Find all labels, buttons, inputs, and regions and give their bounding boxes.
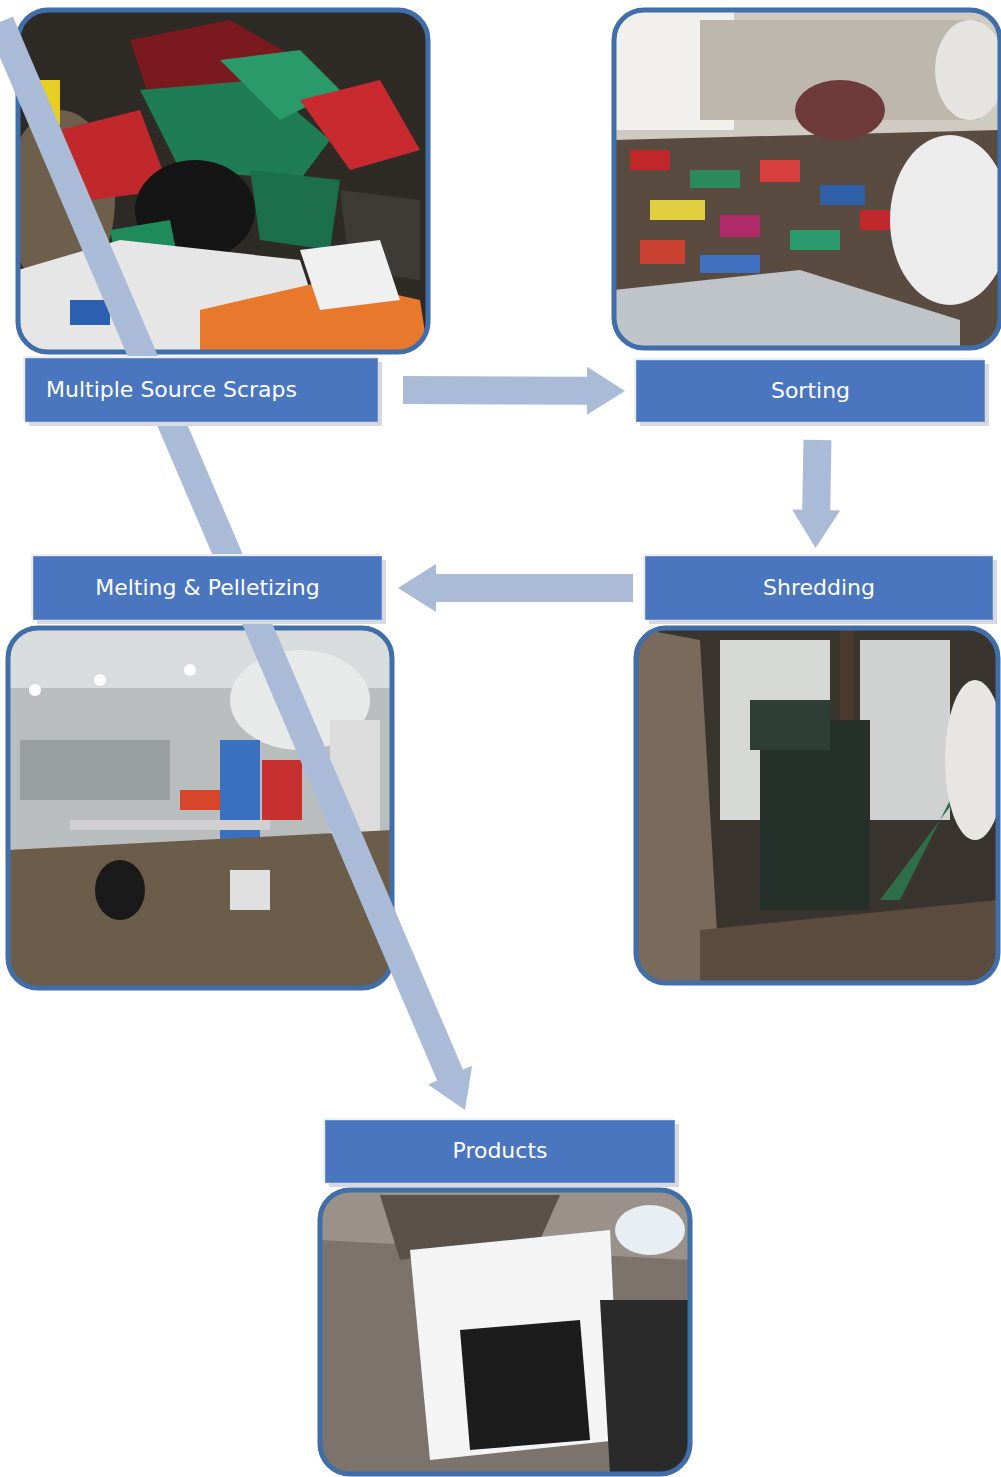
step-label: Melting & Pelletizing xyxy=(95,575,320,601)
step-label: Shredding xyxy=(763,575,875,601)
process-label-box: Products xyxy=(325,1120,675,1183)
sorting-photo xyxy=(614,10,1000,348)
process-label-box: Multiple Source Scraps xyxy=(25,358,378,422)
step-label: Multiple Source Scraps xyxy=(46,377,297,403)
photo-frame xyxy=(614,10,1000,348)
flow-arrow xyxy=(0,16,472,1110)
process-label-box: Melting & Pelletizing xyxy=(33,556,382,620)
photo-frame xyxy=(636,628,998,983)
step-label: Products xyxy=(453,1138,548,1164)
product-photo xyxy=(320,1190,690,1474)
flow-arrow xyxy=(792,440,840,548)
shredding-photo xyxy=(636,628,998,983)
step-label: Sorting xyxy=(771,378,850,404)
flow-arrow xyxy=(403,367,625,415)
process-label-box: Shredding xyxy=(645,556,993,620)
photo-frame xyxy=(320,1190,690,1474)
flow-arrow xyxy=(398,564,633,612)
process-label-box: Sorting xyxy=(636,360,985,422)
